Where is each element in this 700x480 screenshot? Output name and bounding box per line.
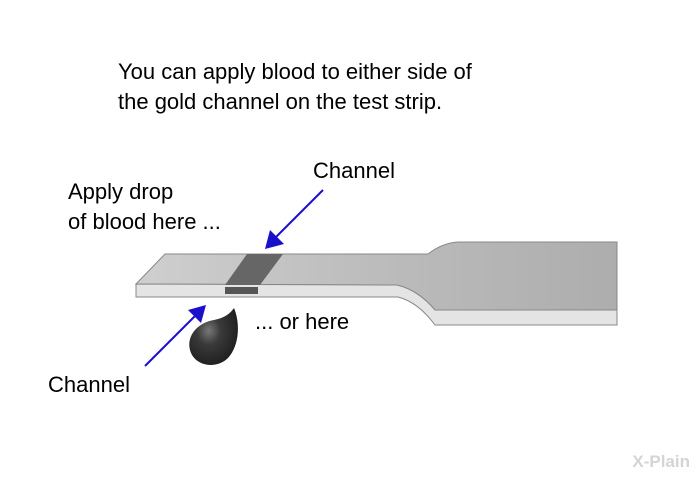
channel-top: [225, 254, 283, 285]
channel-label-top: Channel: [313, 158, 395, 183]
heading-line-2: the gold channel on the test strip.: [118, 89, 443, 114]
heading-line-1: You can apply blood to either side of: [118, 59, 472, 84]
arrow-bottom: [144, 305, 206, 367]
or-here-label: ... or here: [255, 309, 350, 334]
channel-side: [225, 287, 258, 294]
test-strip: [134, 241, 618, 326]
blood-drop: [189, 308, 238, 365]
apply-label-line-2: of blood here ...: [68, 209, 221, 234]
channel-label-bottom: Channel: [48, 372, 130, 397]
arrow-top: [265, 189, 324, 249]
apply-label-line-1: Apply drop: [68, 179, 174, 204]
xplain-logo: X-Plain: [632, 452, 690, 471]
